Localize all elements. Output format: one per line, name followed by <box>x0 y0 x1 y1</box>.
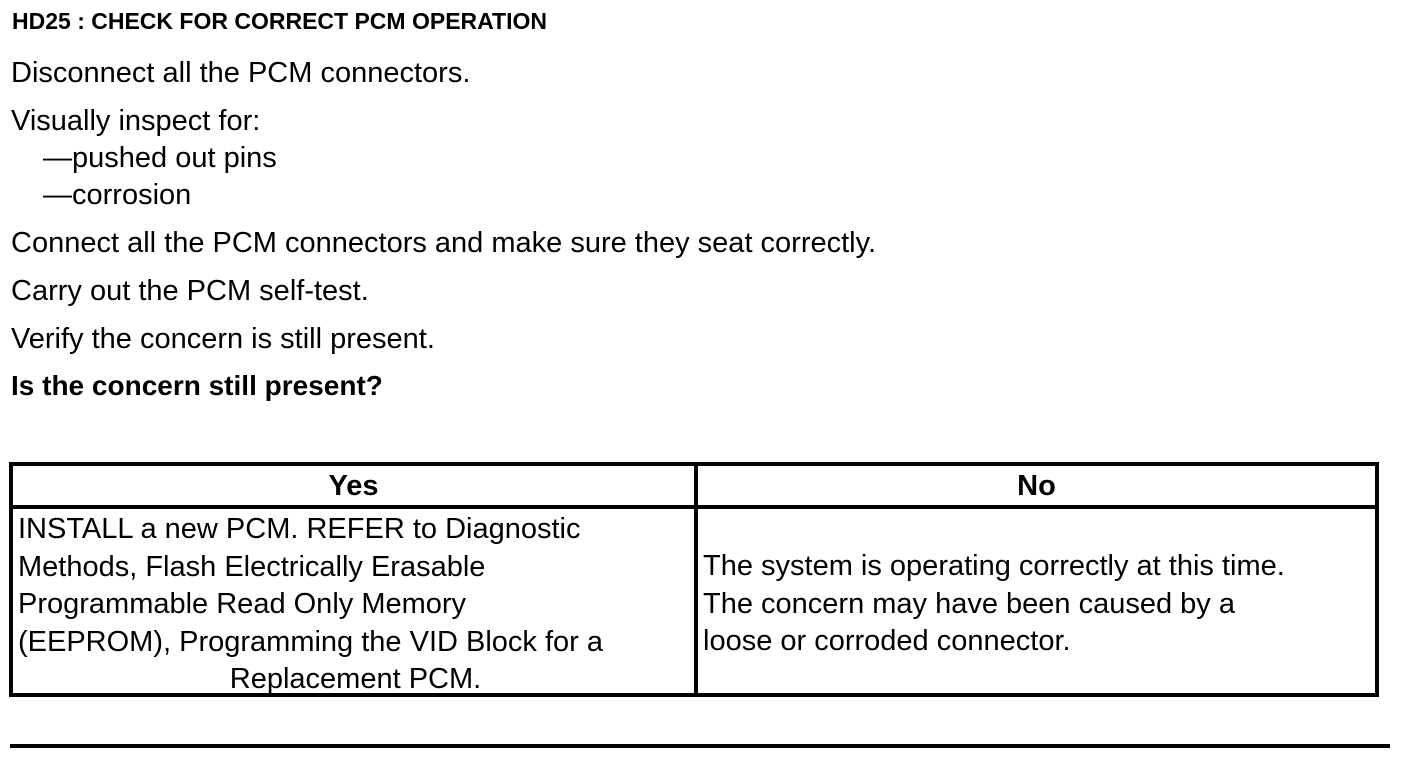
no-line: The concern may have been caused by a <box>703 587 1235 620</box>
step-verify: Verify the concern is still present. <box>11 323 435 355</box>
no-line: loose or corroded connector. <box>703 625 1071 657</box>
yes-cell: INSTALL a new PCM. REFER to Diagnostic M… <box>18 511 693 699</box>
bottom-rule <box>10 744 1390 748</box>
column-divider <box>694 466 698 693</box>
procedure-heading: HD25 : CHECK FOR CORRECT PCM OPERATION <box>12 8 547 34</box>
inspect-item-pins: —pushed out pins <box>43 142 277 174</box>
inspect-item-corrosion: —corrosion <box>43 179 192 211</box>
no-line: The system is operating correctly at thi… <box>703 550 1285 582</box>
yes-line: Methods, Flash Electrically Erasable <box>18 550 486 583</box>
step-inspect: Visually inspect for: <box>11 105 261 137</box>
step-selftest: Carry out the PCM self-test. <box>11 275 369 307</box>
step-connect: Connect all the PCM connectors and make … <box>11 227 877 259</box>
step-disconnect: Disconnect all the PCM connectors. <box>11 57 471 89</box>
decision-question: Is the concern still present? <box>11 370 383 401</box>
yes-line: Programmable Read Only Memory <box>18 588 467 620</box>
yes-header: Yes <box>328 470 379 502</box>
yes-line: INSTALL a new PCM. REFER to Diagnostic <box>18 513 581 545</box>
yes-line: (EEPROM), Programming the VID Block for … <box>18 625 603 658</box>
decision-table: Yes No INSTALL a new PCM. REFER to Diagn… <box>9 462 1379 697</box>
yes-line: Replacement PCM. <box>229 663 482 695</box>
no-header: No <box>1017 470 1056 502</box>
header-divider <box>13 505 1375 509</box>
no-cell: The system is operating correctly at thi… <box>703 548 1285 661</box>
